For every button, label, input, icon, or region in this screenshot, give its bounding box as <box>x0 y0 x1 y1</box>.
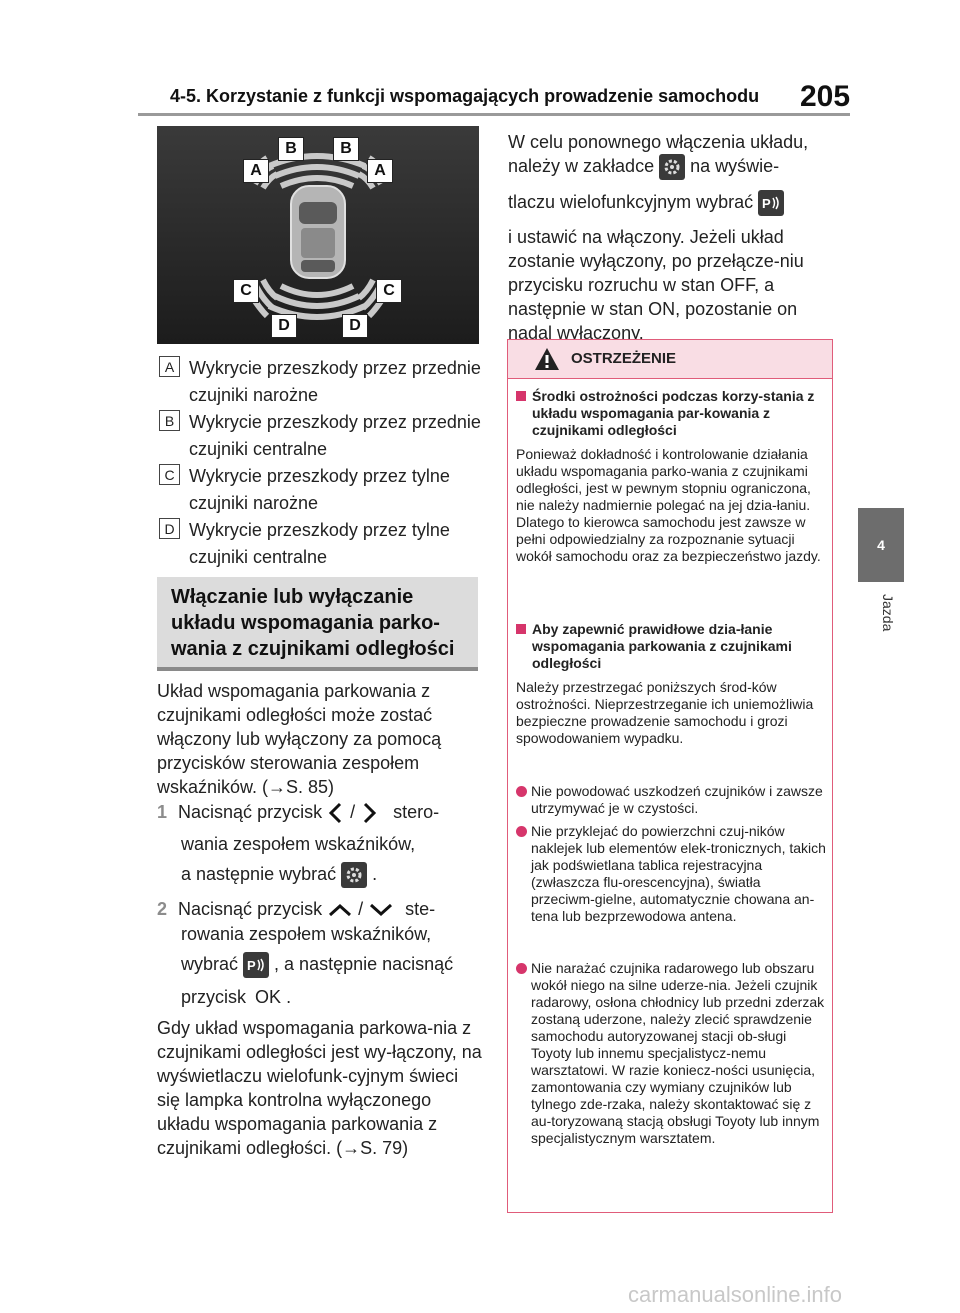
chevron-up-icon <box>329 904 352 917</box>
square-bullet-icon <box>516 391 526 401</box>
figure-label-d-right: D <box>342 314 368 338</box>
svg-text:P: P <box>247 958 256 973</box>
round-bullet-icon <box>516 963 527 974</box>
sensor-diagram-svg <box>157 126 479 344</box>
step-2-text-f: przycisk <box>181 987 247 1007</box>
page-number: 205 <box>800 80 851 113</box>
chapter-number: 4 <box>877 537 885 553</box>
warning-subheading: Środki ostrożności podczas korzy-stania … <box>516 388 826 439</box>
chevron-down-icon <box>370 904 393 917</box>
svg-text:P: P <box>762 196 771 211</box>
reenable-text-e: i ustawić na włączony. Jeżeli układ zost… <box>508 227 804 343</box>
legend-text: Wykrycie przeszkody przez przednie czujn… <box>189 412 481 459</box>
step-1-text-c: wania zespołem wskaźników, <box>181 834 416 854</box>
intro-paragraph: Układ wspomagania parkowania z czujnikam… <box>157 681 442 797</box>
sensor-diagram: A B B A C C D D <box>157 126 479 344</box>
watermark: carmanualsonline.info <box>628 1282 843 1307</box>
warning-paragraph: Należy przestrzegać poniższych środ-ków … <box>516 679 814 746</box>
reenable-text-b: należy w zakładce <box>508 156 655 176</box>
warning-bullet: Nie przyklejać do powierzchni czuj-ników… <box>516 823 828 925</box>
chapter-label: Jazda <box>880 594 896 632</box>
legend-key: A <box>159 356 180 377</box>
legend-text: Wykrycie przeszkody przez tylne czujniki… <box>189 520 450 567</box>
reenable-text-d: tlaczu wielofunkcyjnym wybrać <box>508 192 754 212</box>
figure-label-a-right: A <box>367 159 393 183</box>
figure-label-b-left: B <box>278 137 304 161</box>
figure-label-c-right: C <box>376 279 402 303</box>
step-2-text-g: . <box>286 987 292 1007</box>
after-steps-paragraph: Gdy układ wspomagania parkowa-nia z czuj… <box>157 1018 482 1158</box>
step-2-text-c: rowania zespołem wskaźników, <box>181 924 432 944</box>
warning-subheading: Aby zapewnić prawidłowe dzia-łanie wspom… <box>516 621 826 672</box>
ok-button-glyph: OK <box>255 987 282 1007</box>
step-1-text-e: . <box>372 864 378 884</box>
figure-label-b-right: B <box>333 137 359 161</box>
section-heading-text: Włączanie lub wyłączanie układu wspomaga… <box>171 586 455 660</box>
legend-text: Wykrycie przeszkody przez tylne czujniki… <box>189 466 450 513</box>
step-2-text-e: , a następnie nacisnąć <box>274 954 454 974</box>
warning-bullet: Nie powodować uszkodzeń czujników i zaws… <box>516 783 828 817</box>
warning-triangle-icon <box>535 348 559 370</box>
square-bullet-icon <box>516 624 526 634</box>
chevron-left-icon <box>328 803 342 824</box>
step-2-number: 2 <box>157 899 168 919</box>
figure-label-d-left: D <box>271 314 297 338</box>
header-rule <box>138 113 850 116</box>
step-1-text-a: Nacisnąć przycisk <box>178 802 323 822</box>
figure-label-c-left: C <box>233 279 259 303</box>
step-1-text-d: a następnie wybrać <box>181 864 337 884</box>
step-1-text-b: stero- <box>393 802 440 822</box>
warning-box: OSTRZEŻENIE Środki ostrożności podczas k… <box>507 339 833 1213</box>
legend-key: B <box>159 410 180 431</box>
step-1: 1 Nacisnąć przycisk / stero- wania zespo… <box>157 800 487 900</box>
step-2-text-b: ste- <box>405 899 436 919</box>
round-bullet-icon <box>516 826 527 837</box>
round-bullet-icon <box>516 786 527 797</box>
settings-gear-icon <box>341 862 368 889</box>
warning-header: OSTRZEŻENIE <box>508 340 832 379</box>
step-2-text-d: wybrać <box>181 954 239 974</box>
legend-key: D <box>159 518 180 539</box>
legend-key: C <box>159 464 180 485</box>
running-header-title: 4-5. Korzystanie z funkcji wspomagającyc… <box>170 86 760 106</box>
car-top-view <box>290 185 346 279</box>
figure-label-a-left: A <box>243 159 269 183</box>
settings-gear-icon <box>659 154 686 181</box>
step-1-slash: / <box>350 802 356 822</box>
parking-sensor-icon: P <box>758 190 785 217</box>
warning-title: OSTRZEŻENIE <box>571 350 677 367</box>
reenable-text-c: na wyświe- <box>690 156 780 176</box>
warning-paragraph: Ponieważ dokładność i kontrolowanie dzia… <box>516 446 821 564</box>
reenable-paragraph: W celu ponownego włączenia układu, należ… <box>508 130 833 343</box>
chapter-tab: 4 <box>858 508 904 582</box>
step-2-text-a: Nacisnąć przycisk <box>178 899 323 919</box>
step-1-number: 1 <box>157 802 168 822</box>
section-heading: Włączanie lub wyłączanie układu wspomaga… <box>157 577 478 671</box>
step-2: 2 Nacisnąć przycisk / ste- rowania zespo… <box>157 897 487 1013</box>
step-2-slash: / <box>358 899 364 919</box>
reenable-line-1: W celu ponownego włączenia układu, <box>508 132 809 152</box>
chevron-right-icon <box>364 803 377 824</box>
warning-bullet: Nie narażać czujnika radarowego lub obsz… <box>516 960 828 1147</box>
parking-sensor-icon: P <box>243 952 270 979</box>
legend-text: Wykrycie przeszkody przez przednie czujn… <box>189 358 481 405</box>
